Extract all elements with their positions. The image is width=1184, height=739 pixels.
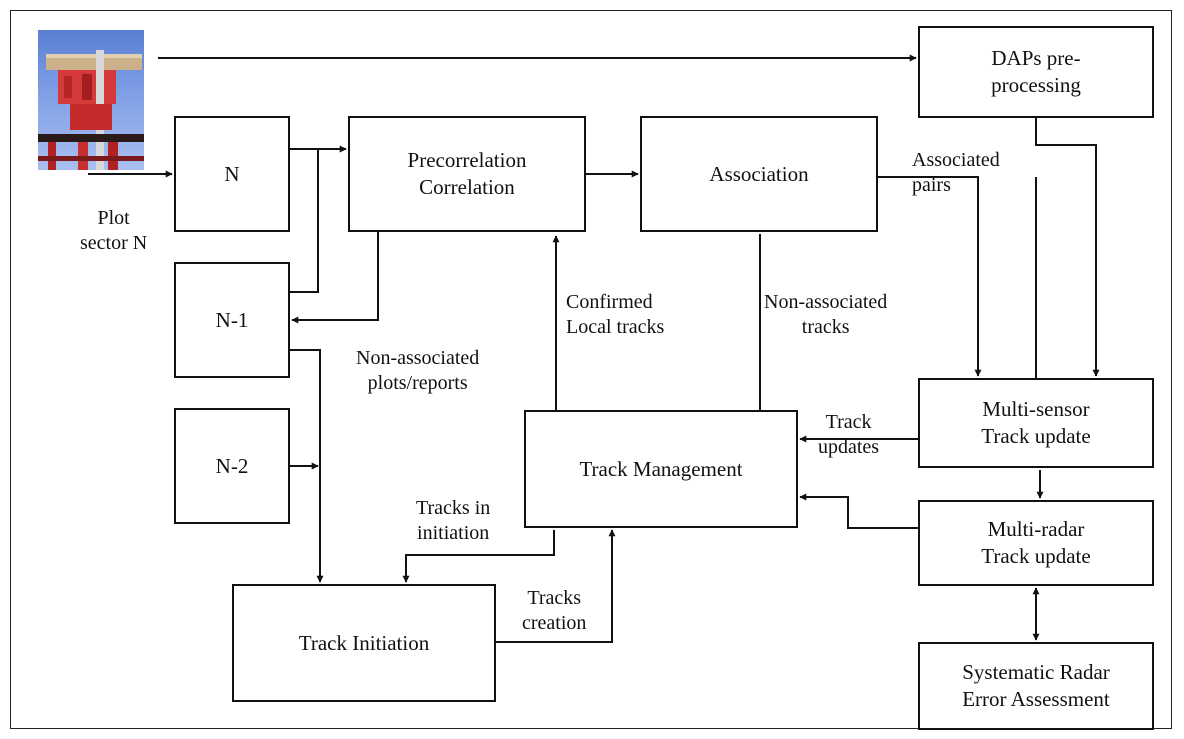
sector-n-box: N [174, 116, 290, 232]
associated-pairs-label: Associated pairs [912, 149, 1000, 196]
sector-n2-box: N-2 [174, 408, 290, 524]
radar-antenna-drawing [38, 50, 144, 170]
systematic-radar-error-box: Systematic Radar Error Assessment [918, 642, 1154, 730]
daps-preprocessing-box: DAPs pre- processing [918, 26, 1154, 118]
sector-n1-box: N-1 [174, 262, 290, 378]
plot-sector-label: Plot sector N [80, 207, 148, 254]
confirmed-local-tracks-label: Confirmed Local tracks [566, 291, 665, 338]
tracks-creation-label: Tracks creation [522, 587, 587, 634]
track-initiation-box: Track Initiation [232, 584, 496, 702]
tracks-in-initiation-label: Tracks in initiation [416, 497, 491, 544]
track-management-box: Track Management [524, 410, 798, 528]
diagram-frame [10, 10, 1172, 729]
multi-radar-track-update-box: Multi-radar Track update [918, 500, 1154, 586]
arrow-n1-to-track-initiation [290, 349, 324, 583]
association-box: Association [640, 116, 878, 232]
arrow-initiation-to-trackmgmt [496, 529, 616, 643]
track-updates-label: Track updates [818, 411, 880, 458]
line-n1-to-precorrelation [290, 149, 319, 293]
non-associated-plots-label: Non-associated plots/reports [356, 347, 480, 394]
arrow-trackmgmt-to-initiation [402, 530, 555, 583]
arrow-multiradar-to-trackmgmt [799, 493, 918, 529]
arrow-association-to-multisensor [878, 176, 982, 377]
precorrelation-correlation-box: Precorrelation Correlation [348, 116, 586, 232]
multi-sensor-track-update-box: Multi-sensor Track update [918, 378, 1154, 468]
arrow-precorrelation-to-n1 [291, 232, 379, 324]
non-associated-tracks-label: Non-associated tracks [764, 291, 888, 338]
arrow-daps-to-multisensor [1035, 118, 1100, 377]
radar-antenna-image [38, 30, 144, 170]
